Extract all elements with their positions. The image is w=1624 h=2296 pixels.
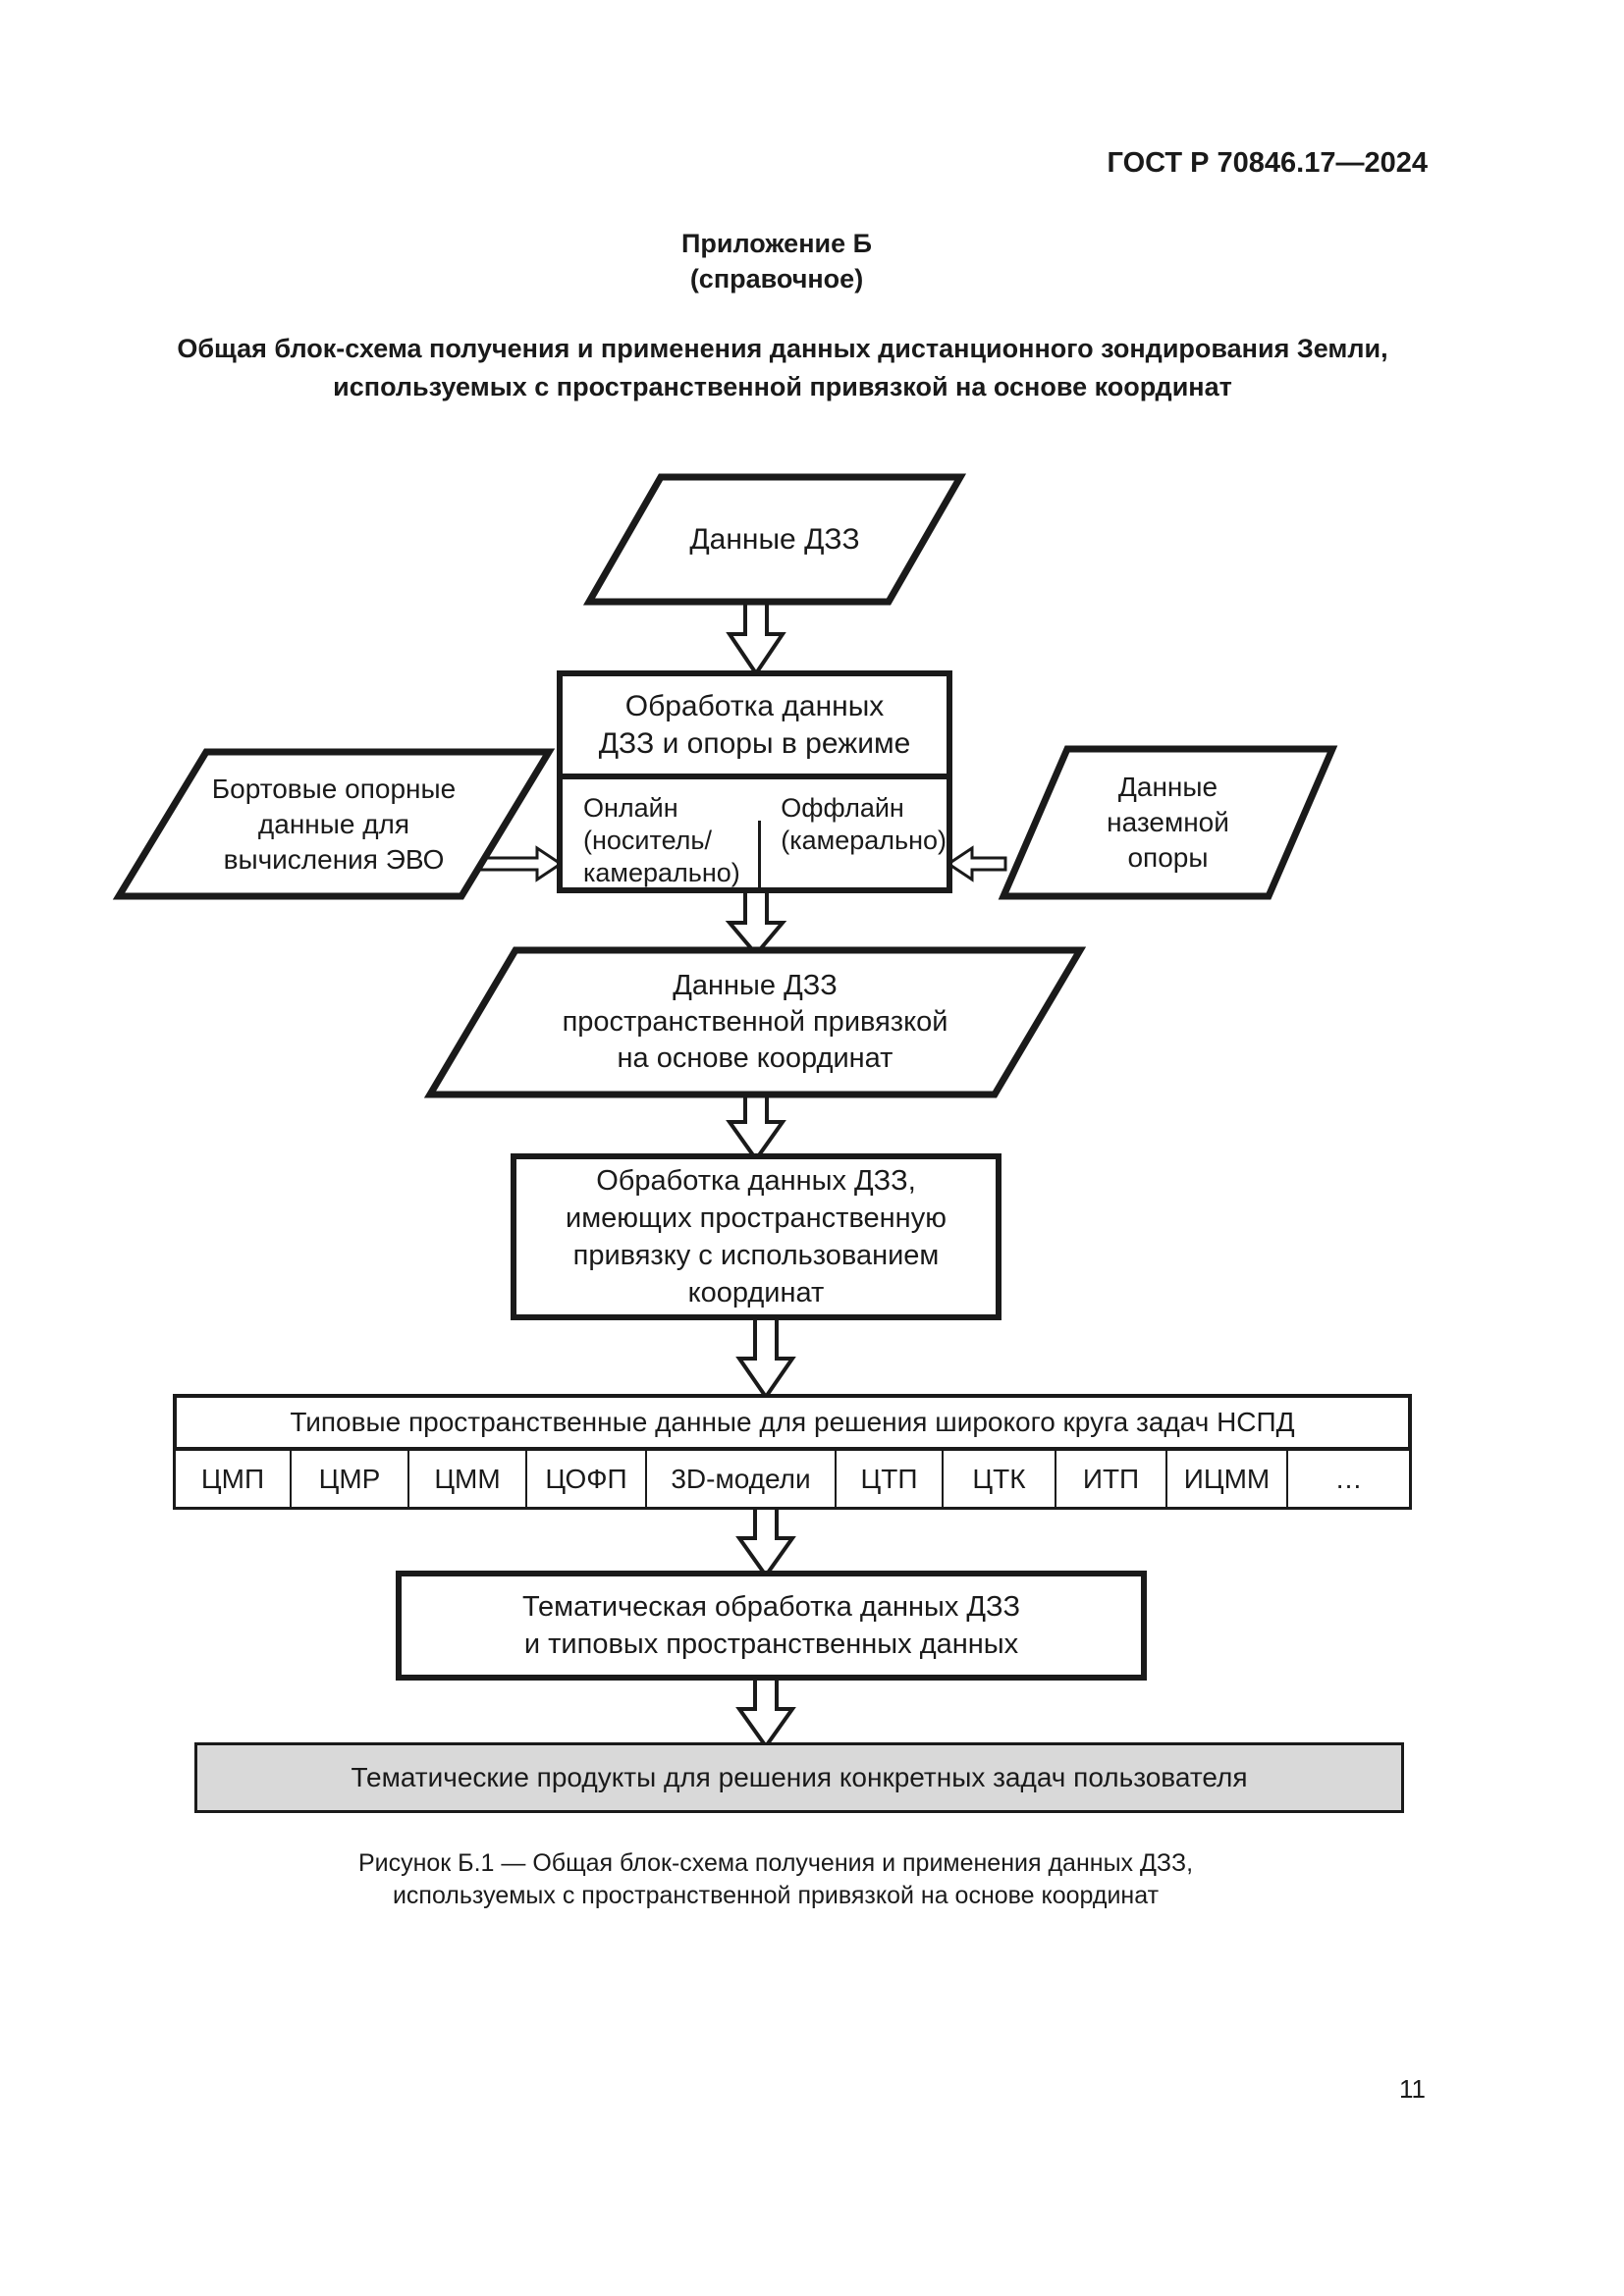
mode-compartments: Онлайн (носитель/ камерально) Оффлайн (к… xyxy=(563,779,947,887)
data-type-cell: ЦТК xyxy=(944,1451,1056,1507)
data-type-cell: ЦМР xyxy=(292,1451,409,1507)
arrow-down-4 xyxy=(735,1315,796,1401)
data-type-cell: ИТП xyxy=(1056,1451,1167,1507)
data-type-cell: 3D-модели xyxy=(647,1451,837,1507)
arrow-down-2 xyxy=(725,887,787,958)
arrow-left-ground xyxy=(946,845,1007,882)
arrow-down-3 xyxy=(726,1090,786,1163)
arrow-right-onboard xyxy=(479,845,564,882)
appendix-title: Общая блок-схема получения и применения … xyxy=(177,334,1388,401)
thematic-products-bar: Тематические продукты для решения конкре… xyxy=(194,1742,1404,1813)
page-header: ГОСТ Р 70846.17—2024 xyxy=(1107,147,1428,179)
onboard-data-label: Бортовые опорные данные для вычисления Э… xyxy=(211,773,457,875)
data-type-cell: ЦТП xyxy=(837,1451,944,1507)
nspd-header-bar: Типовые пространственные данные для реше… xyxy=(173,1394,1412,1451)
data-type-cell: ИЦММ xyxy=(1167,1451,1288,1507)
data-type-cell: ЦОФП xyxy=(527,1451,647,1507)
processing-box-2: Обработка данных ДЗЗ, имеющих пространст… xyxy=(511,1153,1001,1320)
data-type-cells: ЦМП ЦМР ЦММ ЦОФП 3D-модели ЦТП ЦТК ИТП И… xyxy=(173,1451,1412,1510)
page-number: 11 xyxy=(1399,2074,1426,2104)
figure-caption: Рисунок Б.1 — Общая блок-схема получения… xyxy=(357,1849,1194,1909)
dzz-data-parallelogram xyxy=(582,473,967,606)
ground-data-label: Данные наземной опоры xyxy=(1107,772,1229,873)
dzz-data-label: Данные ДЗЗ xyxy=(689,522,860,556)
georef-data-label: Данные ДЗЗ пространственной привязкой на… xyxy=(562,970,948,1074)
processing-box-1-title: Обработка данных ДЗЗ и опоры в режиме xyxy=(563,676,947,779)
arrow-down-5 xyxy=(735,1505,796,1579)
offline-mode-label: Оффлайн (камерально) xyxy=(781,793,947,855)
appendix-heading: Приложение Б (справочное) xyxy=(680,229,873,294)
processing-box-1: Обработка данных ДЗЗ и опоры в режиме Он… xyxy=(557,670,952,893)
onboard-data-parallelogram xyxy=(112,748,556,900)
data-type-cell: ЦМП xyxy=(176,1451,292,1507)
ground-data-parallelogram xyxy=(998,745,1338,900)
arrow-down-1 xyxy=(726,595,786,677)
georef-data-parallelogram xyxy=(423,946,1087,1098)
thematic-processing-box: Тематическая обработка данных ДЗЗ и типо… xyxy=(396,1571,1147,1681)
data-type-cell: … xyxy=(1334,1463,1363,1494)
mode-divider xyxy=(758,821,761,887)
data-type-cell: ЦММ xyxy=(409,1451,527,1507)
arrow-down-6 xyxy=(735,1677,796,1750)
online-mode-label: Онлайн (носитель/ камерально) xyxy=(583,793,740,887)
